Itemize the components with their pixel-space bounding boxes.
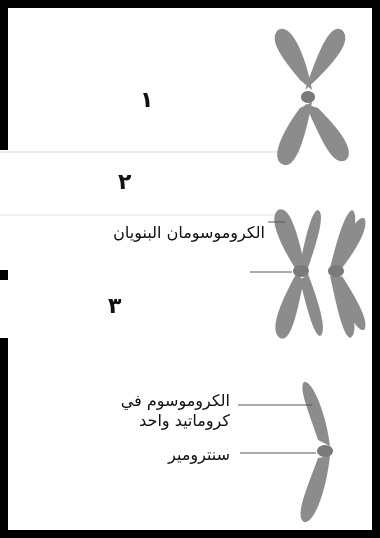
stage-number-2: ٢ [118, 170, 132, 195]
left-border-gap-upper [0, 150, 12, 270]
stage-number-3: ٣ [108, 294, 122, 319]
daughter-chromosome-left [274, 209, 323, 339]
centromere [317, 445, 333, 457]
centromere [328, 265, 344, 277]
centromere [301, 91, 315, 103]
daughter-chromosome-right [328, 210, 366, 338]
centromere-label: سنترومير [168, 445, 230, 464]
bottom-border [0, 530, 380, 538]
right-border [372, 0, 380, 538]
chromosome-x [274, 28, 349, 166]
centromere [293, 265, 309, 277]
chromosome-label-line2: كروماتيد واحد [139, 411, 230, 430]
stage-number-1: ١ [140, 88, 154, 113]
single-chromatid-chromosome [300, 381, 333, 523]
chromosome-label-line1: الكروموسوم في [120, 391, 230, 410]
top-border [0, 0, 380, 8]
daughter-chromosomes-label: الكروموسومان البنويان [113, 223, 265, 242]
left-border-gap-lower [0, 280, 12, 338]
